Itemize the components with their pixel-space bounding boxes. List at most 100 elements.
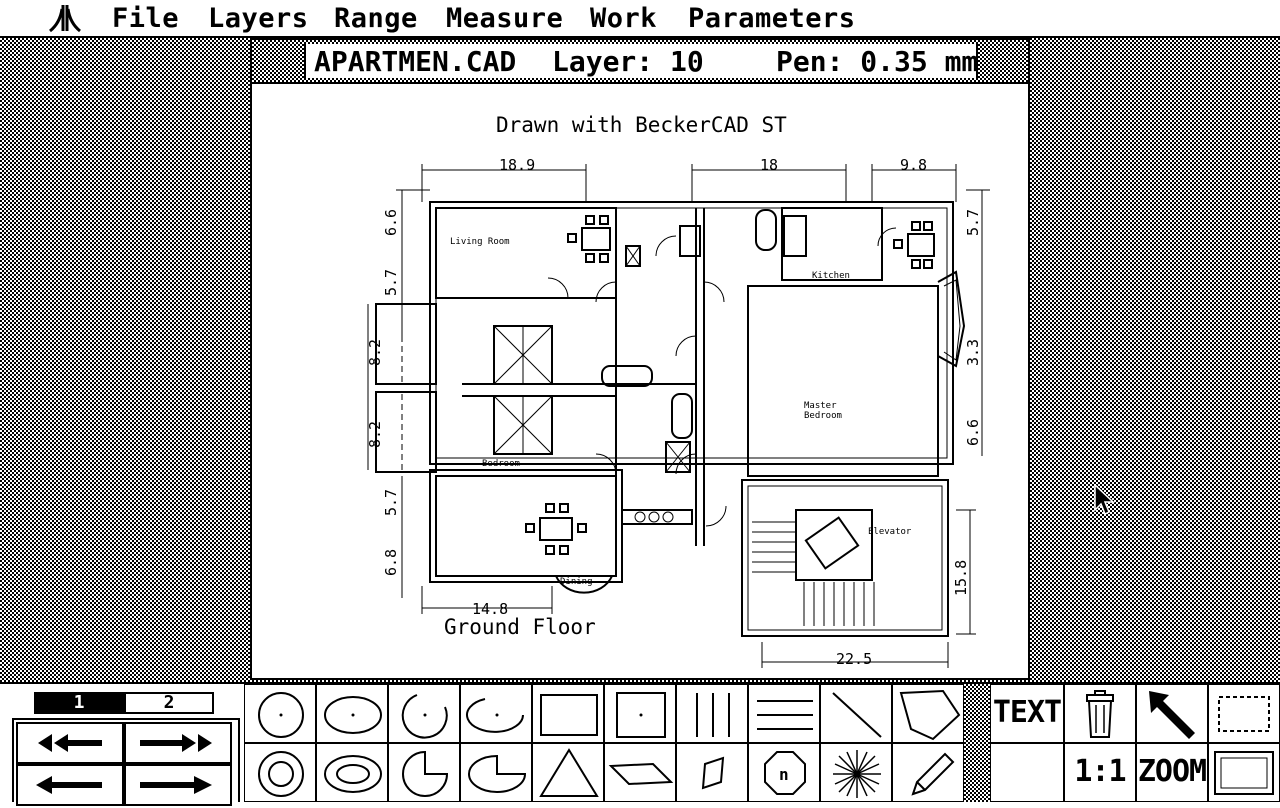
concentric-circles-icon: [258, 751, 304, 797]
room-elevator: Elevator: [868, 527, 912, 537]
dim-left-5: 5.7: [382, 489, 400, 516]
floor-label: Ground Floor: [444, 615, 596, 639]
layer-next-button[interactable]: [124, 764, 232, 806]
parallelogram-icon: [608, 762, 674, 786]
dim-right-1: 5.7: [964, 209, 982, 236]
tool-panel: 1 2 n: [0, 682, 1280, 806]
tool-arc[interactable]: [388, 684, 460, 743]
dim-right-2: 3.3: [964, 339, 982, 366]
drawing-canvas[interactable]: 18.9 18 9.8 14.8 22.5 6.6 5.7 8.2 8.2 5.…: [256, 86, 1026, 678]
tool-rectangle-center[interactable]: [604, 684, 676, 743]
layer-next-fast-button[interactable]: [124, 722, 232, 764]
dim-left-6: 6.8: [382, 549, 400, 576]
circle-sector-icon: [402, 750, 449, 797]
rectangle-icon: [540, 694, 598, 736]
room-kitchen: Kitchen: [812, 271, 850, 281]
horizontal-lines-icon: [757, 700, 813, 730]
dim-top-1: 18.9: [499, 156, 535, 174]
star-burst-icon: [833, 750, 881, 798]
grid-toggle-button[interactable]: [990, 743, 1064, 802]
menu-file[interactable]: File: [112, 3, 180, 34]
zoom-label: ZOOM: [1137, 754, 1207, 789]
tool-circle-sector[interactable]: [388, 743, 460, 802]
dim-bottom-1: 14.8: [472, 600, 508, 618]
menu-work[interactable]: Work: [590, 3, 658, 34]
tool-freehand[interactable]: [892, 743, 964, 802]
trash-button[interactable]: [1064, 684, 1136, 743]
text-tool-label: TEXT: [992, 695, 1062, 730]
tool-parallelogram[interactable]: [604, 743, 676, 802]
menu-measure[interactable]: Measure: [446, 3, 564, 34]
dim-top-3: 9.8: [900, 156, 927, 174]
scale-label: 1:1: [1074, 754, 1126, 789]
dim-bottom-2: 22.5: [836, 650, 872, 668]
layer-tab-2[interactable]: 2: [124, 692, 214, 714]
select-pointer-button[interactable]: [1136, 684, 1208, 743]
tool-rectangle[interactable]: [532, 684, 604, 743]
tool-vertical-lines[interactable]: [676, 684, 748, 743]
room-bedroom: Bedroom: [482, 459, 520, 469]
svg-text:n: n: [779, 765, 789, 784]
tool-rhombus[interactable]: [676, 743, 748, 802]
atari-logo-icon[interactable]: [48, 3, 82, 33]
tool-horizontal-lines[interactable]: [748, 684, 820, 743]
drawing-tools: n: [244, 684, 964, 802]
dim-right-4: 15.8: [952, 560, 970, 596]
room-master: Master: [804, 401, 837, 411]
ellipse-icon: [324, 696, 382, 734]
concentric-ellipses-icon: [324, 755, 382, 793]
floor-plan-drawing: 18.9 18 9.8 14.8 22.5 6.6 5.7 8.2 8.2 5.…: [366, 113, 990, 668]
double-arrow-right-icon: [140, 734, 212, 752]
ellipse-sector-icon: [468, 754, 527, 793]
mouse-cursor-icon: [1094, 484, 1115, 516]
scale-one-to-one-button[interactable]: 1:1: [1064, 743, 1136, 802]
layer-buttons-frame: [12, 718, 240, 802]
tool-ellipse-sector[interactable]: [460, 743, 532, 802]
arrow-left-icon: [36, 776, 102, 794]
panel-separator: [964, 684, 990, 802]
zoom-button[interactable]: ZOOM: [1136, 743, 1208, 802]
window-pen-info: Pen: 0.35 mm: [776, 45, 979, 78]
menu-bar: File Layers Range Measure Work Parameter…: [0, 0, 1280, 38]
menu-range[interactable]: Range: [334, 3, 418, 34]
tool-polygon[interactable]: [892, 684, 964, 743]
room-living: Living Room: [450, 237, 510, 247]
layer-tab-1[interactable]: 1: [34, 692, 124, 714]
room-dining: Dining: [560, 577, 593, 587]
window-filename: APARTMEN.CAD: [314, 45, 517, 78]
tool-ellipse-arc[interactable]: [460, 684, 532, 743]
tool-star-burst[interactable]: [820, 743, 892, 802]
window-title-bar[interactable]: APARTMEN.CAD Layer: 10 Pen: 0.35 mm: [252, 40, 1028, 84]
tool-triangle[interactable]: [532, 743, 604, 802]
rectangle-center-icon: [616, 692, 666, 738]
tool-ellipse[interactable]: [316, 684, 388, 743]
rhombus-icon: [701, 756, 725, 790]
n-gon-icon: n: [764, 751, 806, 795]
tool-line[interactable]: [820, 684, 892, 743]
arrow-pointer-icon: [1149, 691, 1195, 739]
select-area-button[interactable]: [1208, 684, 1280, 743]
dashed-rectangle-icon: [1218, 696, 1270, 732]
double-arrow-left-icon: [38, 734, 102, 752]
menu-parameters[interactable]: Parameters: [688, 3, 856, 34]
tool-concentric-circles[interactable]: [244, 743, 316, 802]
drawing-window: APARTMEN.CAD Layer: 10 Pen: 0.35 mm: [250, 38, 1030, 680]
dim-right-3: 6.6: [964, 419, 982, 446]
dim-left-2: 5.7: [382, 269, 400, 296]
window-frame-button[interactable]: [1208, 743, 1280, 802]
tool-concentric-ellipses[interactable]: [316, 743, 388, 802]
triangle-icon: [539, 748, 599, 797]
room-master-2: Bedroom: [804, 411, 842, 421]
layer-prev-fast-button[interactable]: [16, 722, 124, 764]
menu-layers[interactable]: Layers: [208, 3, 309, 34]
dim-left-3: 8.2: [366, 339, 384, 366]
text-tool-button[interactable]: TEXT: [990, 684, 1064, 743]
tool-circle[interactable]: [244, 684, 316, 743]
dim-left-1: 6.6: [382, 209, 400, 236]
pencil-icon: [911, 752, 955, 796]
layer-panel: 1 2: [12, 690, 240, 806]
arc-icon: [401, 694, 448, 739]
circle-icon: [258, 692, 304, 738]
diagonal-line-icon: [832, 692, 882, 738]
tool-n-gon[interactable]: n: [748, 743, 820, 802]
